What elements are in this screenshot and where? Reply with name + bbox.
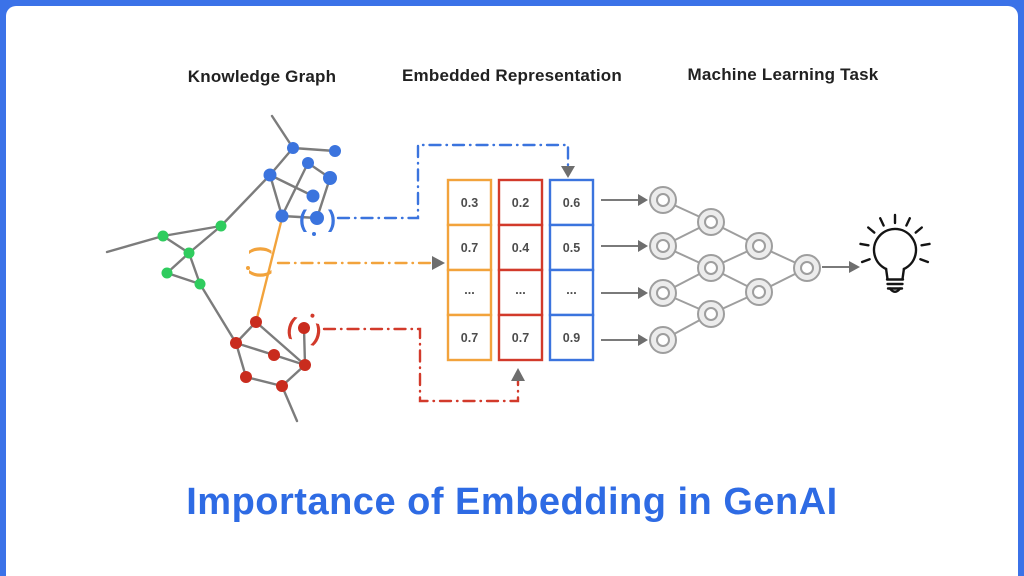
green-node-cluster xyxy=(157,220,227,290)
graph-node xyxy=(299,359,311,371)
graph-node-selected-blue xyxy=(310,211,324,225)
nn-node xyxy=(649,232,677,260)
lightbulb-rays xyxy=(859,213,931,264)
graph-node xyxy=(161,267,173,279)
embedded-representation-label: Embedded Representation xyxy=(402,66,622,85)
graph-node xyxy=(323,171,337,185)
nn-node xyxy=(697,208,725,236)
vector-cell-value: ... xyxy=(464,283,474,297)
graph-node xyxy=(287,142,299,154)
vector-column-blue xyxy=(548,178,595,362)
blue-node-cluster xyxy=(263,142,341,225)
yellow-connector xyxy=(276,256,445,270)
vector-cell-value: 0.9 xyxy=(563,331,580,345)
graph-node xyxy=(183,247,195,259)
knowledge-graph-label: Knowledge Graph xyxy=(187,67,337,86)
graph-node xyxy=(268,349,280,361)
svg-text:(: ( xyxy=(248,246,275,254)
yellow-selection-mark: ( ) xyxy=(246,246,275,278)
nn-node xyxy=(745,232,773,260)
nn-output-arrow xyxy=(822,261,860,273)
svg-text:): ) xyxy=(248,270,275,278)
embedding-columns: 0.3 0.7 ... 0.7 0.2 0.4 ... 0.7 0.6 0.5 … xyxy=(446,178,595,362)
vector-cell-value: 0.4 xyxy=(512,241,529,255)
graph-node xyxy=(157,230,169,242)
svg-text:): ) xyxy=(328,206,336,233)
nn-node xyxy=(697,300,725,328)
vector-cell-value: 0.5 xyxy=(563,241,580,255)
vector-column-yellow xyxy=(446,178,493,362)
graph-node xyxy=(194,278,206,290)
vector-cell xyxy=(497,223,544,272)
vector-cell-value: ... xyxy=(566,283,576,297)
nn-node xyxy=(649,186,677,214)
machine-learning-task-label: Machine Learning Task xyxy=(687,65,879,84)
vector-cell xyxy=(548,313,595,362)
vector-cell xyxy=(446,313,493,362)
vector-cell-value: 0.7 xyxy=(461,241,478,255)
vector-cell xyxy=(548,178,595,227)
svg-text:(: ( xyxy=(299,206,307,233)
vector-cell xyxy=(446,268,493,317)
graph-node xyxy=(306,189,320,203)
nn-node xyxy=(649,326,677,354)
graph-node xyxy=(240,371,252,383)
red-connector xyxy=(322,327,525,403)
vector-cell-value: 0.7 xyxy=(512,331,529,345)
vector-cell-value: ... xyxy=(515,283,525,297)
slide-title: Importance of Embedding in GenAI xyxy=(186,481,838,523)
graph-node xyxy=(329,145,341,157)
nn-input-arrows xyxy=(601,194,648,346)
vector-cell xyxy=(446,223,493,272)
lightbulb-icon xyxy=(859,213,931,293)
graph-node xyxy=(250,316,262,328)
graph-node xyxy=(275,209,289,223)
nn-node xyxy=(649,279,677,307)
svg-text:): ) xyxy=(310,320,324,348)
neural-network xyxy=(649,186,821,354)
knowledge-graph: ( ) ( ) ( ) xyxy=(105,114,341,423)
graph-node xyxy=(215,220,227,232)
vector-values: 0.3 0.7 ... 0.7 0.2 0.4 ... 0.7 0.6 0.5 … xyxy=(461,196,580,345)
svg-text:(: ( xyxy=(284,312,298,340)
vector-cell xyxy=(497,313,544,362)
graph-node xyxy=(276,380,288,392)
graph-edges xyxy=(105,114,337,423)
vector-cell-value: 0.2 xyxy=(512,196,529,210)
vector-cell xyxy=(548,223,595,272)
nn-node xyxy=(745,278,773,306)
vector-cell-value: 0.3 xyxy=(461,196,478,210)
graph-node xyxy=(302,157,314,169)
vector-cell-value: 0.6 xyxy=(563,196,580,210)
highlighted-edge-yellow xyxy=(254,216,284,324)
graph-node xyxy=(230,337,242,349)
nn-edges xyxy=(662,199,808,341)
vector-column-red xyxy=(497,178,544,362)
nn-node xyxy=(697,254,725,282)
blue-connector xyxy=(336,143,575,220)
nn-output-node xyxy=(793,254,821,282)
blue-selection-mark: ( ) xyxy=(299,206,336,236)
graph-node-selected-red xyxy=(298,322,310,334)
vector-cell xyxy=(497,178,544,227)
red-node-cluster xyxy=(230,316,311,392)
graph-node xyxy=(263,168,277,182)
vector-cell-value: 0.7 xyxy=(461,331,478,345)
